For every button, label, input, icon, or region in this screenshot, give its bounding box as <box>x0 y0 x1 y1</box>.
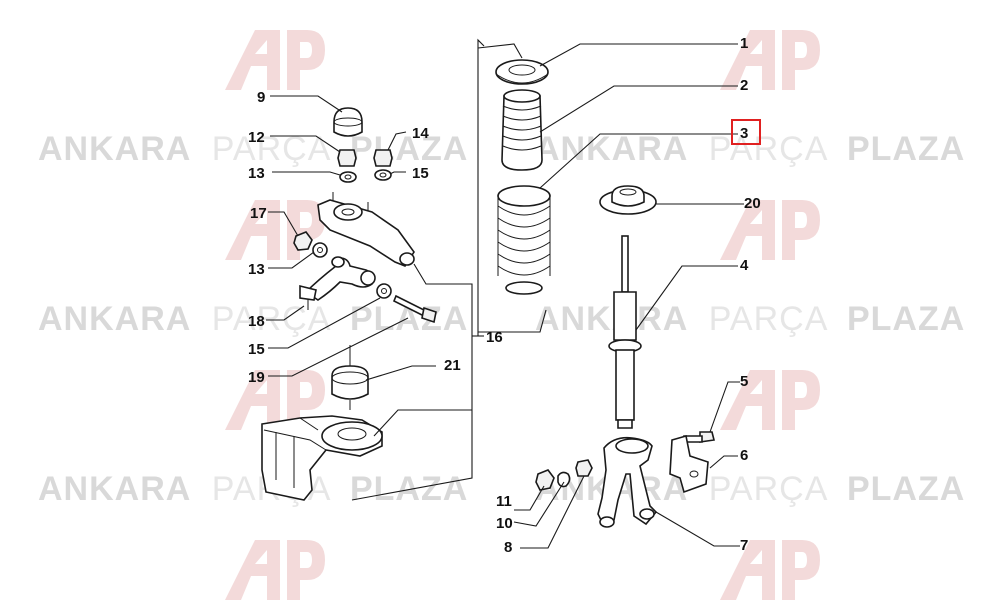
part-15-washer-lower <box>376 283 392 299</box>
part-15-washer-top <box>374 169 392 181</box>
label-17: 17 <box>250 205 267 222</box>
part-14-nut <box>373 149 393 167</box>
watermark-bold: PLAZA <box>847 470 965 508</box>
part-6-bracket-plate <box>669 434 709 494</box>
part-7-knuckle-fork <box>597 436 658 528</box>
upper-control-arm <box>299 256 376 310</box>
label-4: 4 <box>740 257 749 274</box>
label-1: 1 <box>740 35 748 52</box>
part-5-bolt <box>683 431 715 443</box>
label-13-upper: 13 <box>248 165 265 182</box>
watermark-logo <box>225 370 325 430</box>
watermark-text: ANKARA PARÇA PLAZA <box>38 470 468 508</box>
watermark-logo <box>225 540 325 600</box>
label-20: 20 <box>744 195 761 212</box>
part-11-nut <box>535 469 555 491</box>
watermark-bold: ANKARA <box>38 470 191 508</box>
part-8-nut <box>575 459 593 477</box>
label-10: 10 <box>496 515 513 532</box>
watermark-light: PARÇA <box>709 300 828 338</box>
lower-turret-bracket <box>261 415 383 501</box>
label-14: 14 <box>412 125 429 142</box>
label-21: 21 <box>444 357 461 374</box>
part-4-shock-absorber <box>608 235 642 429</box>
part-9-bump-cap <box>333 107 363 137</box>
part-3-coil-spring <box>497 185 551 295</box>
part-19-bolt <box>392 294 437 324</box>
label-5: 5 <box>740 373 748 390</box>
watermark-logo <box>225 200 325 260</box>
watermark-light: PARÇA <box>212 300 331 338</box>
label-7: 7 <box>740 537 748 554</box>
leader-lines <box>266 38 744 549</box>
watermark-bold: ANKARA <box>38 300 191 338</box>
label-3: 3 <box>740 125 748 142</box>
watermark-light: PARÇA <box>709 130 828 168</box>
part-12-nut <box>337 149 357 167</box>
label-8: 8 <box>504 539 512 556</box>
label-19: 19 <box>248 369 265 386</box>
label-12: 12 <box>248 129 265 146</box>
watermark-logo <box>720 30 820 90</box>
watermark-text: ANKARA PARÇA PLAZA <box>535 300 965 338</box>
watermark-bold: PLAZA <box>847 300 965 338</box>
label-11: 11 <box>496 493 512 510</box>
watermark-logo <box>720 370 820 430</box>
part-17-nut <box>293 231 313 251</box>
watermark-bold: PLAZA <box>350 470 468 508</box>
watermark-bold: PLAZA <box>350 130 468 168</box>
watermark-text-rows: ANKARA PARÇA PLAZA ANKARA PARÇA PLAZA AN… <box>38 130 965 508</box>
label-13-lower: 13 <box>248 261 265 278</box>
highlight-box <box>731 119 761 145</box>
watermark-bold: ANKARA <box>535 300 688 338</box>
label-16: 16 <box>486 329 503 346</box>
watermark-light: PARÇA <box>709 470 828 508</box>
watermark-text: ANKARA PARÇA PLAZA <box>535 130 965 168</box>
watermark-text: ANKARA PARÇA PLAZA <box>535 470 965 508</box>
part-21-rubber-mount <box>331 345 369 410</box>
part-2-dust-boot <box>501 89 543 171</box>
upper-mount-bracket <box>317 192 415 267</box>
watermark-logos <box>225 30 820 600</box>
watermark-text: ANKARA PARÇA PLAZA <box>38 300 468 338</box>
part-13-washer-top <box>339 171 357 183</box>
part-10-spring-washer <box>557 471 571 488</box>
watermark-bold: ANKARA <box>535 130 688 168</box>
watermark-logo <box>720 200 820 260</box>
part-1-upper-spring-seat <box>495 59 549 85</box>
label-18: 18 <box>248 313 265 330</box>
label-15-upper: 15 <box>412 165 429 182</box>
watermark-bold: PLAZA <box>847 130 965 168</box>
watermark-bold: ANKARA <box>38 130 191 168</box>
callout-labels: 9 12 13 14 15 17 13 18 15 19 21 16 1 2 3… <box>248 35 761 556</box>
part-13-washer-lower <box>312 242 328 258</box>
label-2: 2 <box>740 77 748 94</box>
part-20-spring-isolator <box>599 185 657 215</box>
watermark-logo <box>225 30 325 90</box>
watermark-logo <box>720 540 820 600</box>
label-15-lower: 15 <box>248 341 265 358</box>
label-6: 6 <box>740 447 748 464</box>
label-9: 9 <box>257 89 265 106</box>
